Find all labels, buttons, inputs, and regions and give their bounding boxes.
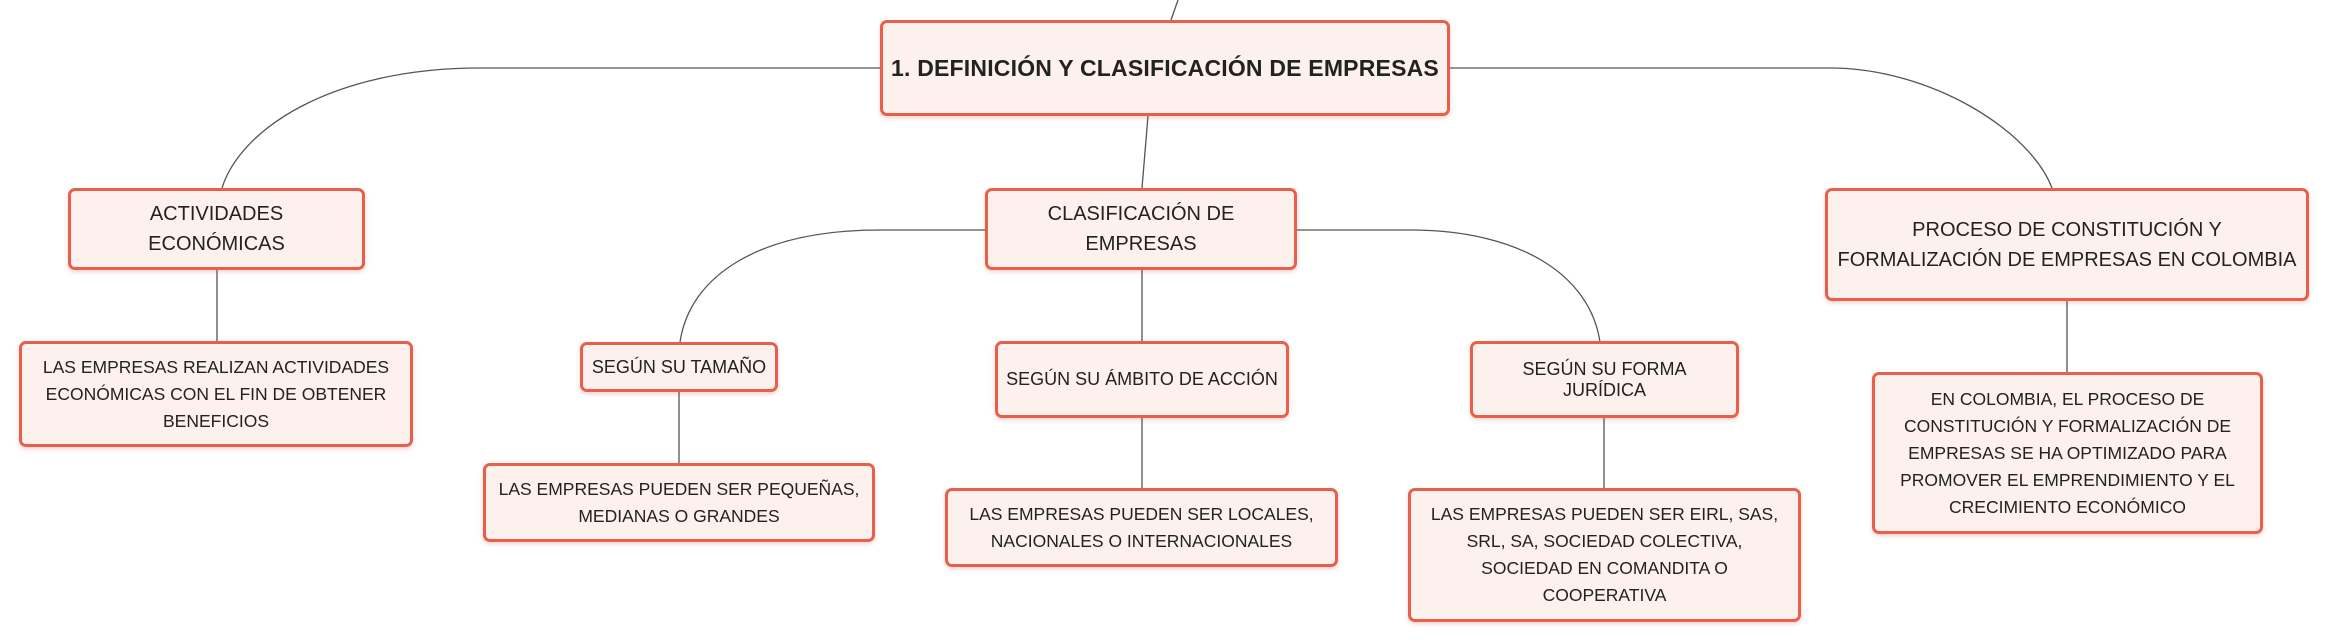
legal-node[interactable]: SEGÚN SU FORMA JURÍDICA <box>1470 341 1739 418</box>
legal-detail-node[interactable]: LAS EMPRESAS PUEDEN SER EIRL, SAS, SRL, … <box>1408 488 1801 622</box>
size-node[interactable]: SEGÚN SU TAMAÑO <box>580 342 778 392</box>
size-node-label: SEGÚN SU TAMAÑO <box>591 356 767 377</box>
legal-node-label: SEGÚN SU FORMA JURÍDICA <box>1522 358 1687 400</box>
process-node[interactable]: PROCESO DE CONSTITUCIÓN Y FORMALIZACIÓN … <box>1825 188 2309 301</box>
size-detail-node[interactable]: LAS EMPRESAS PUEDEN SER PEQUEÑAS, MEDIAN… <box>483 463 875 542</box>
connector-root-classification <box>1141 115 1149 189</box>
process-detail-text: EN COLOMBIA, EL PROCESO DE CONSTITUCIÓN … <box>1900 388 2235 517</box>
process-node-label: PROCESO DE CONSTITUCIÓN Y FORMALIZACIÓN … <box>1837 218 2297 271</box>
process-detail-node[interactable]: EN COLOMBIA, EL PROCESO DE CONSTITUCIÓN … <box>1872 372 2263 534</box>
activities-detail-text: LAS EMPRESAS REALIZAN ACTIVIDADES ECONÓM… <box>42 356 390 431</box>
connector-classification-size <box>679 229 985 343</box>
connector-classification-legal <box>1297 229 1601 343</box>
size-detail-text: LAS EMPRESAS PUEDEN SER PEQUEÑAS, MEDIAN… <box>498 478 860 526</box>
scope-node-label: SEGÚN SU ÁMBITO DE ACCIÓN <box>1006 369 1278 389</box>
connector-root-activities <box>221 67 880 189</box>
classification-node-label: CLASIFICACIÓN DE EMPRESAS <box>1047 203 1235 255</box>
activities-detail-node[interactable]: LAS EMPRESAS REALIZAN ACTIVIDADES ECONÓM… <box>19 341 413 447</box>
scope-node[interactable]: SEGÚN SU ÁMBITO DE ACCIÓN <box>995 341 1289 418</box>
connector-root-process <box>1450 67 2053 189</box>
classification-node[interactable]: CLASIFICACIÓN DE EMPRESAS <box>985 188 1297 270</box>
scope-detail-text: LAS EMPRESAS PUEDEN SER LOCALES, NACIONA… <box>969 503 1314 551</box>
root-node[interactable]: 1. DEFINICIÓN Y CLASIFICACIÓN DE EMPRESA… <box>880 20 1450 116</box>
activities-node[interactable]: ACTIVIDADES ECONÓMICAS <box>68 188 365 270</box>
scope-detail-node[interactable]: LAS EMPRESAS PUEDEN SER LOCALES, NACIONA… <box>945 488 1338 567</box>
root-node-label: 1. DEFINICIÓN Y CLASIFICACIÓN DE EMPRESA… <box>891 54 1439 81</box>
legal-detail-text: LAS EMPRESAS PUEDEN SER EIRL, SAS, SRL, … <box>1430 504 1779 605</box>
connector-root-parent <box>1170 0 1179 21</box>
activities-node-label: ACTIVIDADES ECONÓMICAS <box>148 203 285 255</box>
